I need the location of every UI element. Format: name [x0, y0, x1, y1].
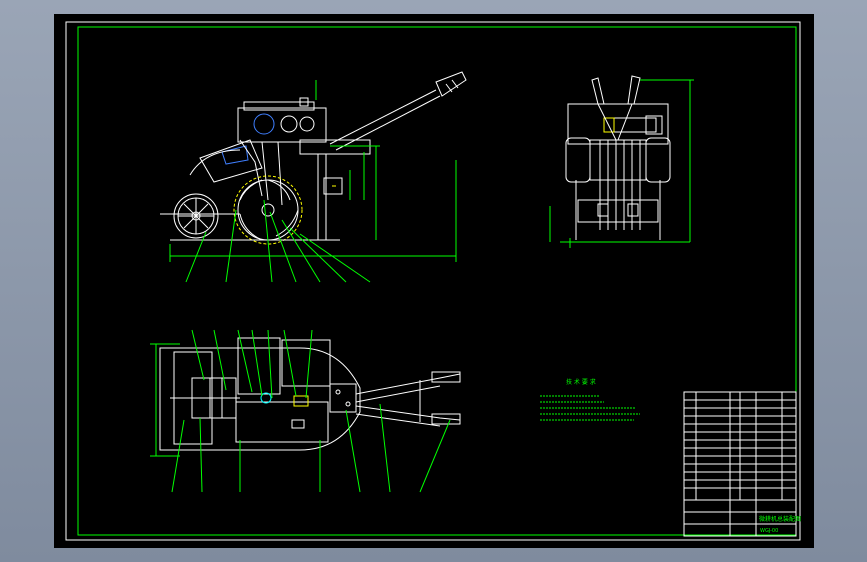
notes-heading: 技 术 要 求 — [566, 378, 596, 386]
title-block[interactable]: 微耕机总装配图 WGJ-00 — [683, 391, 801, 537]
drawing-title: 微耕机总装配图 — [759, 515, 801, 523]
technical-notes: 技 术 要 求 — [540, 378, 640, 421]
outer-frame — [65, 21, 801, 541]
front-view[interactable] — [160, 71, 467, 283]
side-view[interactable] — [549, 75, 694, 248]
inner-frame — [77, 26, 797, 536]
top-view[interactable] — [150, 329, 461, 493]
drawing-number: WGJ-00 — [760, 528, 778, 534]
